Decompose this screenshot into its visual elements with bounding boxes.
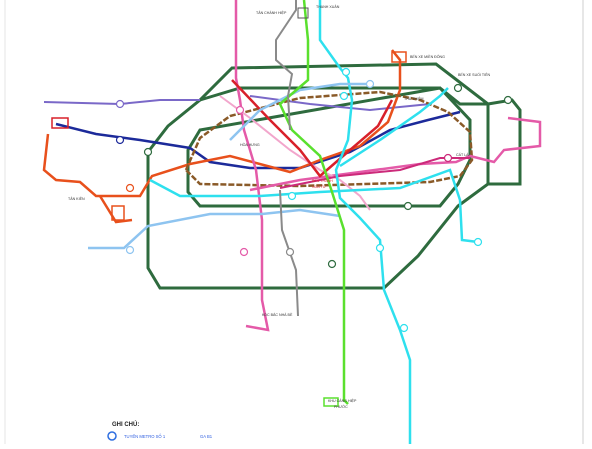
legend-line1-icon (107, 431, 117, 441)
depot-north-gray (297, 7, 309, 19)
station-marker[interactable] (365, 79, 375, 89)
station-marker[interactable] (287, 191, 297, 201)
label-south-terminal-top: KHU CẢNG HIỆP (328, 398, 357, 403)
label-southwest-term: TÂN KIÊN (68, 196, 85, 201)
line-orange-south (98, 195, 133, 224)
line-light-blue (88, 208, 341, 250)
depot-orange-south (111, 205, 125, 221)
line-lime (278, 0, 349, 405)
label-east-mid: THỦ THIÊM (404, 96, 424, 101)
line-pink-east (249, 116, 542, 192)
legend-line1-label: TUYẾN METRO SỐ 1 (124, 434, 166, 439)
label-north-cyan: THANH XUÂN (316, 5, 340, 9)
label-ne-interchange: BẾN XE MIỀN ĐÔNG (410, 54, 445, 59)
line-light-blue-north (229, 82, 370, 141)
station-marker[interactable] (115, 99, 125, 109)
label-central-sub: NGÃ TƯ (312, 184, 326, 189)
legend-line1-note: GA B1 (200, 434, 213, 439)
line-navy (55, 110, 461, 170)
station-markers (115, 67, 513, 333)
depot-lime-south (323, 397, 339, 407)
label-north-pink: TÂN CHÁNH HIỆP (256, 10, 287, 15)
label-west-junction: HÒA HƯNG (240, 142, 260, 147)
station-marker[interactable] (125, 245, 135, 255)
line-orange (42, 49, 402, 198)
line-gray (275, 0, 299, 317)
station-marker[interactable] (403, 201, 413, 211)
station-labels: THANH XUÂN TÂN CHÁNH HIỆP BẾN XE MIỀN ĐÔ… (68, 5, 490, 409)
line-cyan (318, 0, 412, 444)
label-central: BẾN THÀNH (312, 178, 333, 183)
station-marker[interactable] (399, 323, 409, 333)
station-marker[interactable] (375, 243, 385, 253)
station-marker[interactable] (143, 147, 153, 157)
station-marker[interactable] (503, 95, 513, 105)
legend: GHI CHÚ: TUYẾN METRO SỐ 1 GA B1 (107, 421, 213, 441)
station-marker[interactable] (285, 247, 295, 257)
label-ne-bus: BẾN XE SUỐI TIÊN (458, 72, 490, 77)
legend-title: GHI CHÚ: (112, 421, 139, 428)
line-cyan-west (149, 168, 479, 244)
line-red (231, 79, 394, 178)
line-dark-green-east (487, 98, 522, 186)
station-marker[interactable] (473, 237, 483, 247)
station-marker[interactable] (453, 83, 463, 93)
station-marker[interactable] (125, 183, 135, 193)
station-marker[interactable] (443, 153, 453, 163)
line-light-pink (219, 95, 371, 211)
station-marker[interactable] (239, 247, 249, 257)
station-marker[interactable] (327, 259, 337, 269)
label-south-terminal: PHƯỚC (334, 404, 348, 409)
line-cyan-east (339, 87, 449, 168)
depot-orange-north (391, 51, 407, 63)
label-east-cross: CÁT LÁI (456, 153, 470, 157)
label-south-depot: KDC BẮC NHÀ BÈ (262, 312, 293, 317)
depot-west-navy (51, 117, 69, 129)
station-marker[interactable] (339, 91, 349, 101)
station-marker[interactable] (341, 67, 351, 77)
station-marker[interactable] (115, 135, 125, 145)
station-marker[interactable] (235, 105, 245, 115)
